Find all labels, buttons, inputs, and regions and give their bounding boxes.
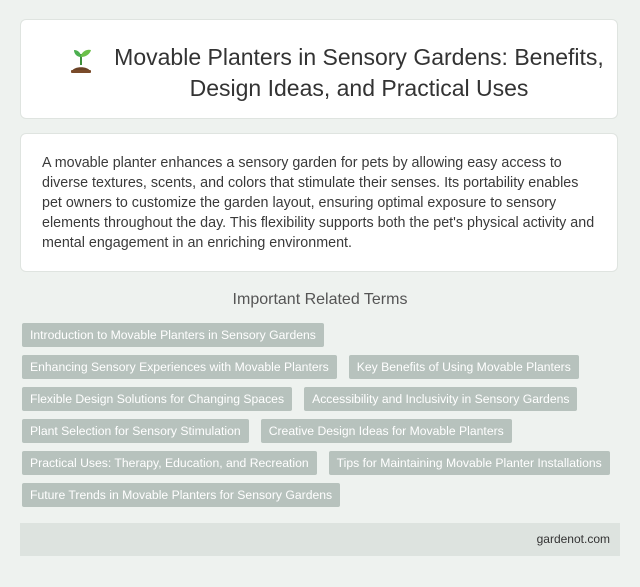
page-title: Movable Planters in Sensory Gardens: Ben… — [114, 44, 604, 101]
tag-row: Practical Uses: Therapy, Education, and … — [22, 451, 622, 475]
related-term-tag[interactable]: Accessibility and Inclusivity in Sensory… — [304, 387, 578, 411]
tag-row: Introduction to Movable Planters in Sens… — [22, 323, 622, 347]
title-wrap: Movable Planters in Sensory Gardens: Ben… — [65, 42, 605, 104]
tag-row: Future Trends in Movable Planters for Se… — [22, 483, 622, 507]
sprout-icon — [71, 49, 91, 73]
footer-site-link[interactable]: gardenot.com — [536, 532, 610, 546]
related-term-tag[interactable]: Practical Uses: Therapy, Education, and … — [22, 451, 317, 475]
summary-card: A movable planter enhances a sensory gar… — [20, 133, 618, 272]
header-card: Movable Planters in Sensory Gardens: Ben… — [20, 19, 618, 119]
related-term-tag[interactable]: Key Benefits of Using Movable Planters — [348, 355, 579, 379]
tag-row: Plant Selection for Sensory Stimulation … — [22, 419, 622, 443]
related-term-tag[interactable]: Tips for Maintaining Movable Planter Ins… — [328, 451, 610, 475]
related-term-tag[interactable]: Flexible Design Solutions for Changing S… — [22, 387, 293, 411]
summary-text: A movable planter enhances a sensory gar… — [42, 155, 595, 251]
related-term-tag[interactable]: Plant Selection for Sensory Stimulation — [22, 419, 249, 443]
related-term-tag[interactable]: Enhancing Sensory Experiences with Movab… — [22, 355, 337, 379]
tag-row: Enhancing Sensory Experiences with Movab… — [22, 355, 622, 379]
footer: gardenot.com — [20, 523, 620, 556]
related-term-tag[interactable]: Introduction to Movable Planters in Sens… — [22, 323, 324, 347]
related-term-tag[interactable]: Future Trends in Movable Planters for Se… — [22, 483, 341, 507]
related-terms-list: Introduction to Movable Planters in Sens… — [22, 323, 622, 515]
related-term-tag[interactable]: Creative Design Ideas for Movable Plante… — [260, 419, 512, 443]
related-terms-heading: Important Related Terms — [232, 291, 408, 308]
tag-row: Flexible Design Solutions for Changing S… — [22, 387, 622, 411]
